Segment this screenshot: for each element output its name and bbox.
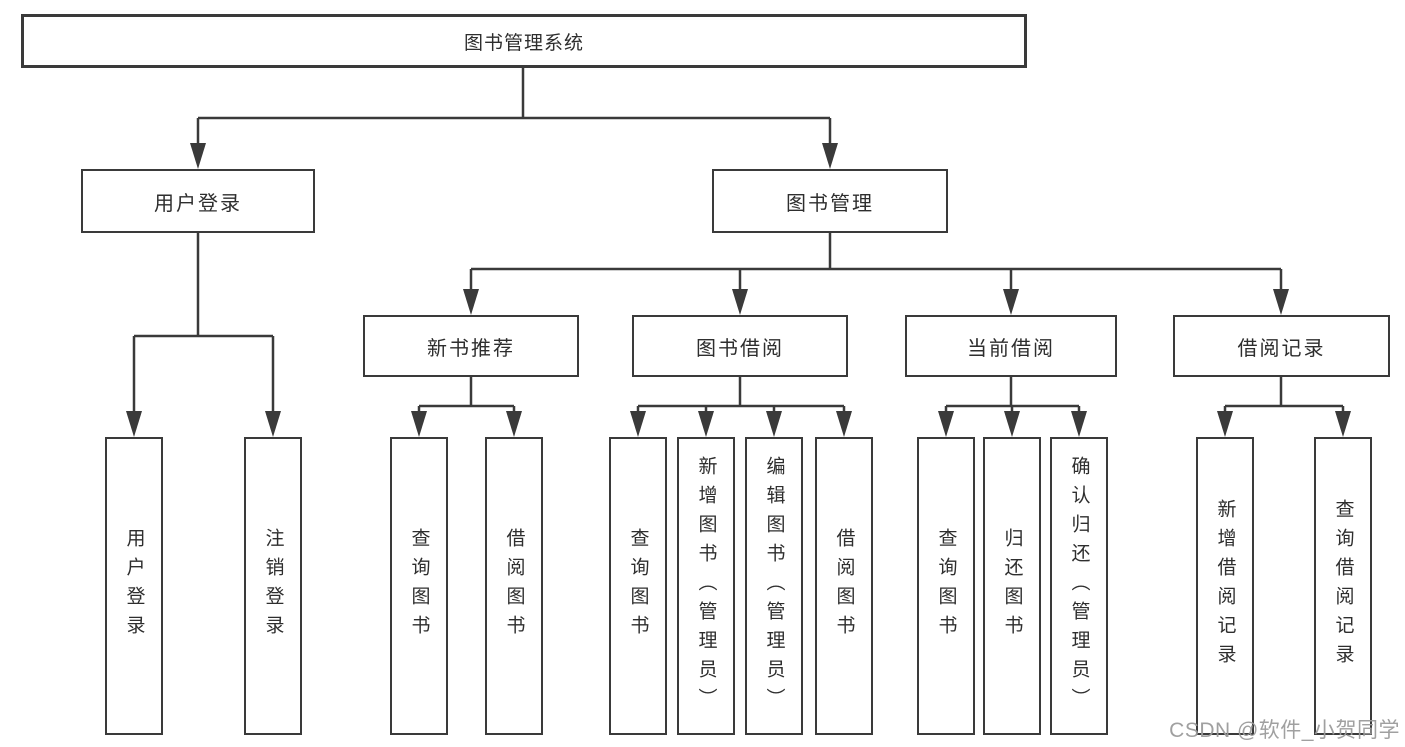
leaf-user-login: 用户登录: [105, 437, 163, 735]
leaf-borrow-books-recommend: 借阅图书: [485, 437, 543, 735]
leaf-add-book-admin: 新增图书（管理员）: [677, 437, 735, 735]
node-label: 借阅图书: [503, 528, 525, 644]
node-label: 用户登录: [154, 192, 242, 215]
node-label: 当前借阅: [967, 337, 1055, 360]
node-borrow-records: 借阅记录: [1173, 315, 1390, 377]
arrowheads: [126, 143, 1351, 437]
leaf-query-books-current: 查询图书: [917, 437, 975, 735]
node-current-borrow: 当前借阅: [905, 315, 1117, 377]
node-label: 查询图书: [627, 528, 649, 644]
node-label: 编辑图书（管理员）: [763, 455, 785, 717]
node-label: 图书借阅: [696, 337, 784, 360]
node-label: 确认归还（管理员）: [1068, 455, 1090, 717]
node-book-management: 图书管理: [712, 169, 948, 233]
node-label: 查询图书: [935, 528, 957, 644]
node-label: 查询借阅记录: [1332, 499, 1354, 673]
leaf-confirm-return-admin: 确认归还（管理员）: [1050, 437, 1108, 735]
leaf-borrow-books: 借阅图书: [815, 437, 873, 735]
node-new-book-recommend: 新书推荐: [363, 315, 579, 377]
node-label: 注销登录: [262, 528, 284, 644]
node-label: 新书推荐: [427, 337, 515, 360]
node-label: 用户登录: [123, 528, 145, 644]
watermark: CSDN @软件_小贺同学: [1169, 719, 1400, 742]
node-label: 图书管理系统: [463, 32, 584, 54]
leaf-query-borrow-record: 查询借阅记录: [1314, 437, 1372, 735]
node-label: 借阅图书: [833, 528, 855, 644]
leaf-query-books-recommend: 查询图书: [390, 437, 448, 735]
leaf-return-book: 归还图书: [983, 437, 1041, 735]
node-label: 新增借阅记录: [1214, 499, 1236, 673]
leaf-add-borrow-record: 新增借阅记录: [1196, 437, 1254, 735]
node-label: 图书管理: [786, 192, 874, 215]
node-label: 借阅记录: [1237, 337, 1326, 360]
node-label: 归还图书: [1001, 528, 1023, 644]
node-book-borrow: 图书借阅: [632, 315, 848, 377]
leaf-logout: 注销登录: [244, 437, 302, 735]
node-label: 新增图书（管理员）: [695, 455, 717, 717]
node-user-login: 用户登录: [81, 169, 315, 233]
leaf-edit-book-admin: 编辑图书（管理员）: [745, 437, 803, 735]
node-label: 查询图书: [408, 528, 430, 644]
leaf-query-books-borrow: 查询图书: [609, 437, 667, 735]
node-root-system: 图书管理系统: [21, 14, 1027, 68]
